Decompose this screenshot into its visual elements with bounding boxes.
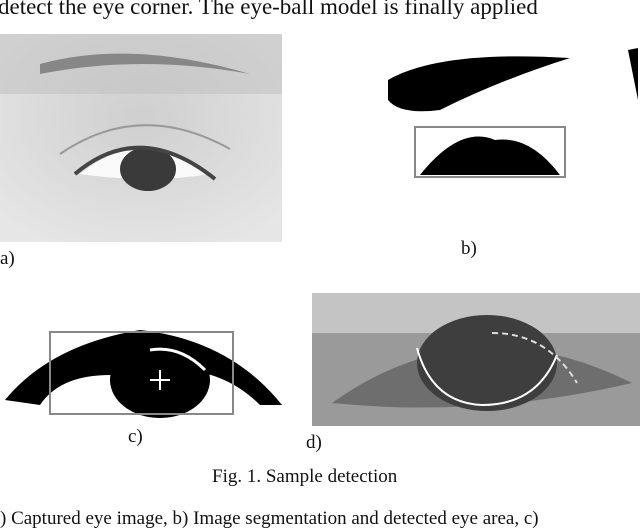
figure-caption: Fig. 1. Sample detection bbox=[212, 466, 398, 487]
center-cross-icon bbox=[150, 370, 170, 390]
segmentation-b bbox=[388, 48, 638, 178]
body-text-line: detect the eye corner. The eye-ball mode… bbox=[0, 0, 538, 19]
subcaption: ) Captured eye image, b) Image segmentat… bbox=[0, 508, 539, 529]
detection-c bbox=[5, 330, 282, 418]
eyeball-fit-d bbox=[312, 293, 640, 426]
eye-photo-a bbox=[0, 34, 282, 242]
panel-a-label: a) bbox=[0, 248, 15, 269]
panel-b-label: b) bbox=[461, 238, 477, 259]
panel-d-label: d) bbox=[306, 432, 322, 453]
panel-c-label: c) bbox=[128, 426, 143, 447]
